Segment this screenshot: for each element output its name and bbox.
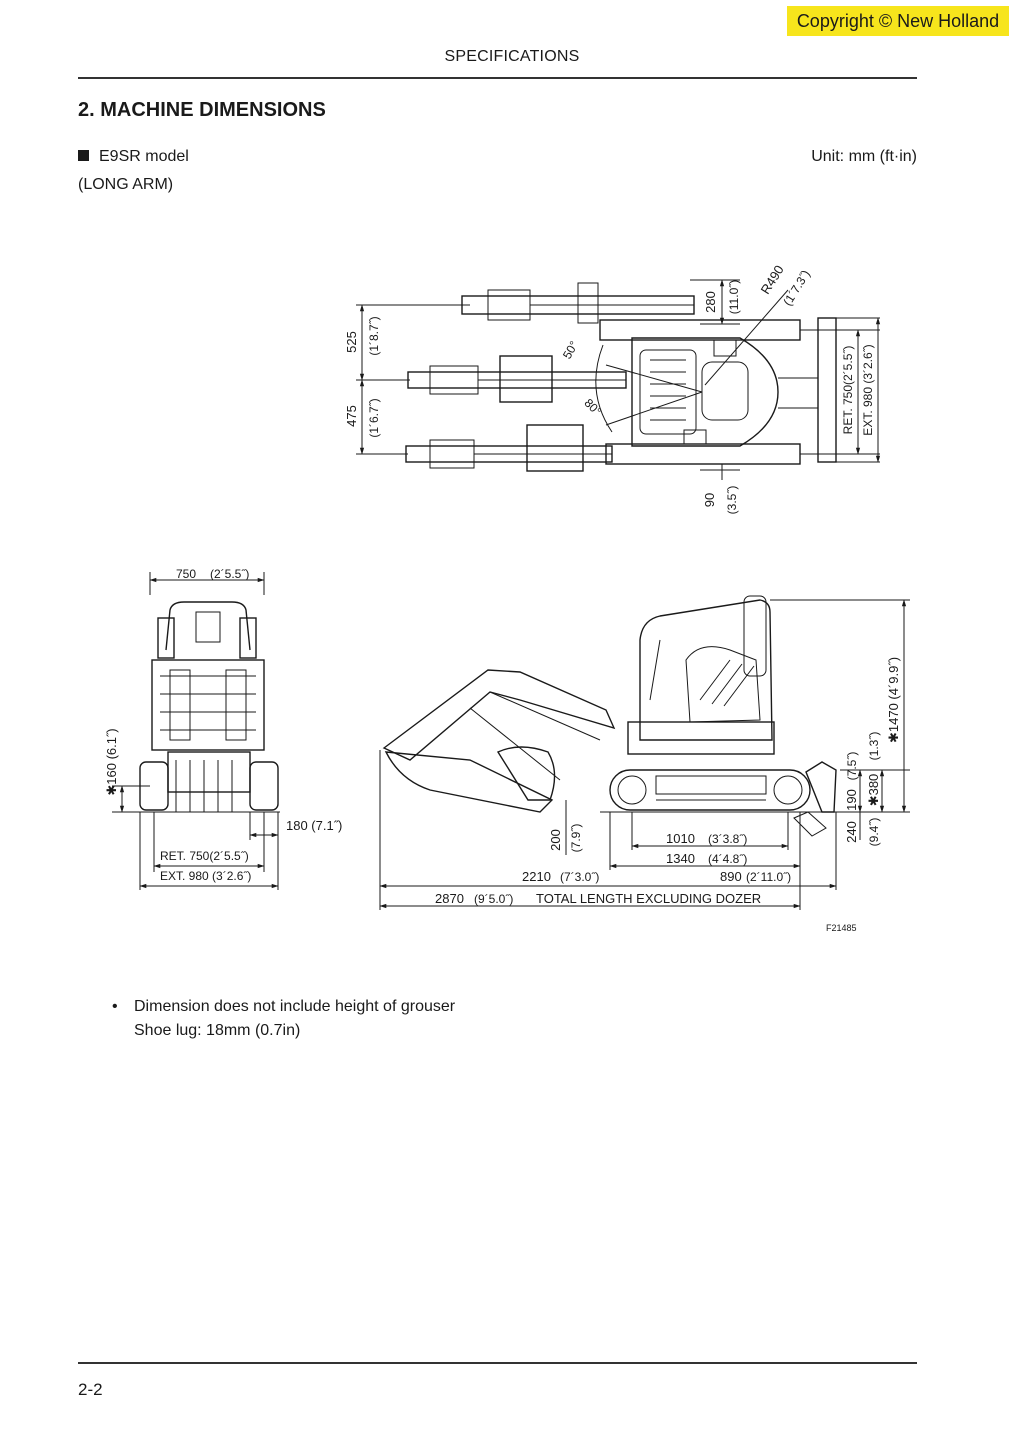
dim-1340-ft: (4´4.8˝) [708, 852, 747, 866]
dim-475-ft: (1´6.7˝) [367, 398, 381, 437]
dim-1010-ft: (3´3.8˝) [708, 832, 747, 846]
model-line: E9SR model [78, 148, 189, 166]
dim-90-ft: (3.5˝) [725, 486, 739, 515]
unit-label: Unit: mm (ft·in) [811, 148, 917, 165]
top-view-body [631, 337, 779, 447]
dim-2210: 2210 [522, 869, 551, 884]
model-name: E9SR model [99, 148, 189, 165]
dim-190-ft: (7.5˝) [845, 752, 859, 781]
dim-280: 280 [703, 291, 718, 313]
angle-50: 50° [560, 338, 581, 361]
dim-1010: 1010 [666, 831, 695, 846]
notes: • Dimension does not include height of gr… [112, 995, 455, 1043]
angle-80: 80° [581, 396, 604, 419]
note-text-1: Dimension does not include height of gro… [134, 998, 456, 1015]
dim-525-ft: (1´8.7˝) [367, 316, 381, 355]
top-view-arm-upper [461, 282, 695, 324]
dim-380: ✱380 [866, 774, 881, 807]
dim-front-ext: EXT. 980 (3´2.6˝) [160, 869, 251, 883]
header-rule [78, 77, 917, 79]
dim-ret-top: RET. 750(2´5.5˝) [841, 346, 855, 435]
dim-90: 90 [702, 493, 717, 507]
dim-200: 200 [548, 829, 563, 851]
dim-front-180: 180 (7.1˝) [286, 818, 342, 833]
page-header-title: SPECIFICATIONS [444, 48, 580, 65]
dim-front-750-ft: (2´5.5˝) [210, 567, 249, 581]
dim-380-ft: (1.3˝) [867, 732, 881, 761]
dim-240-ft: (9.4˝) [867, 818, 881, 847]
dim-240: 240 [844, 821, 859, 843]
note-line-1: • Dimension does not include height of gr… [112, 995, 455, 1019]
arm-type: (LONG ARM) [78, 176, 174, 193]
front-view: 750 (2´5.5˝) ✱160 (6.1˝) 180 (7.1˝) RET.… [104, 567, 342, 890]
top-view-dozer-blade [778, 317, 837, 463]
total-length-label: TOTAL LENGTH EXCLUDING DOZER [536, 891, 761, 906]
dim-190: 190 [844, 789, 859, 811]
figure-id: F21485 [826, 923, 857, 933]
footer-rule [78, 1362, 917, 1364]
top-view: 280 (11.0˝) R490 (1´7.3˝) 525 (1´8.7˝) 4… [344, 262, 881, 515]
side-view-dozer [805, 761, 837, 813]
page-number: 2-2 [78, 1380, 103, 1399]
copyright-badge: Copyright © New Holland [787, 6, 1009, 36]
dim-280-ft: (11.0˝) [727, 280, 741, 314]
dim-r490-ft: (1´7.3˝) [780, 267, 813, 308]
top-view-arm-lower [405, 424, 613, 472]
dim-ext-top: EXT. 980 (3´2.6˝) [861, 344, 875, 435]
side-view-body [627, 595, 775, 755]
dim-1340: 1340 [666, 851, 695, 866]
dim-475: 475 [344, 405, 359, 427]
side-view-track [609, 769, 811, 811]
dim-r490: R490 [758, 262, 787, 296]
note-bullet: • [112, 998, 118, 1015]
dim-525: 525 [344, 331, 359, 353]
dim-200-ft: (7.9˝) [569, 824, 583, 853]
dim-890-ft: (2´11.0˝) [746, 870, 791, 884]
dim-front-ret: RET. 750(2´5.5˝) [160, 849, 249, 863]
dim-1470: ✱1470 (4´9.9˝) [886, 657, 901, 743]
dim-2210-ft: (7´3.0˝) [560, 870, 599, 884]
top-view-arm-middle [407, 355, 627, 403]
square-bullet-icon [78, 150, 89, 161]
dim-2870: 2870 [435, 891, 464, 906]
dim-front-750: 750 [176, 567, 196, 581]
top-view-track-upper [599, 319, 801, 341]
note-line-2: Shoe lug: 18mm (0.7in) [134, 1022, 301, 1039]
section-title: 2. MACHINE DIMENSIONS [78, 99, 326, 121]
top-view-track-lower [605, 443, 801, 465]
dim-2870-ft: (9´5.0˝) [474, 892, 513, 906]
dim-890: 890 [720, 869, 742, 884]
dim-front-160: ✱160 (6.1˝) [104, 728, 119, 795]
side-view: ✱1470 (4´9.9˝) ✱380 (1.3˝) 190 (7.5˝) 24… [379, 595, 910, 933]
